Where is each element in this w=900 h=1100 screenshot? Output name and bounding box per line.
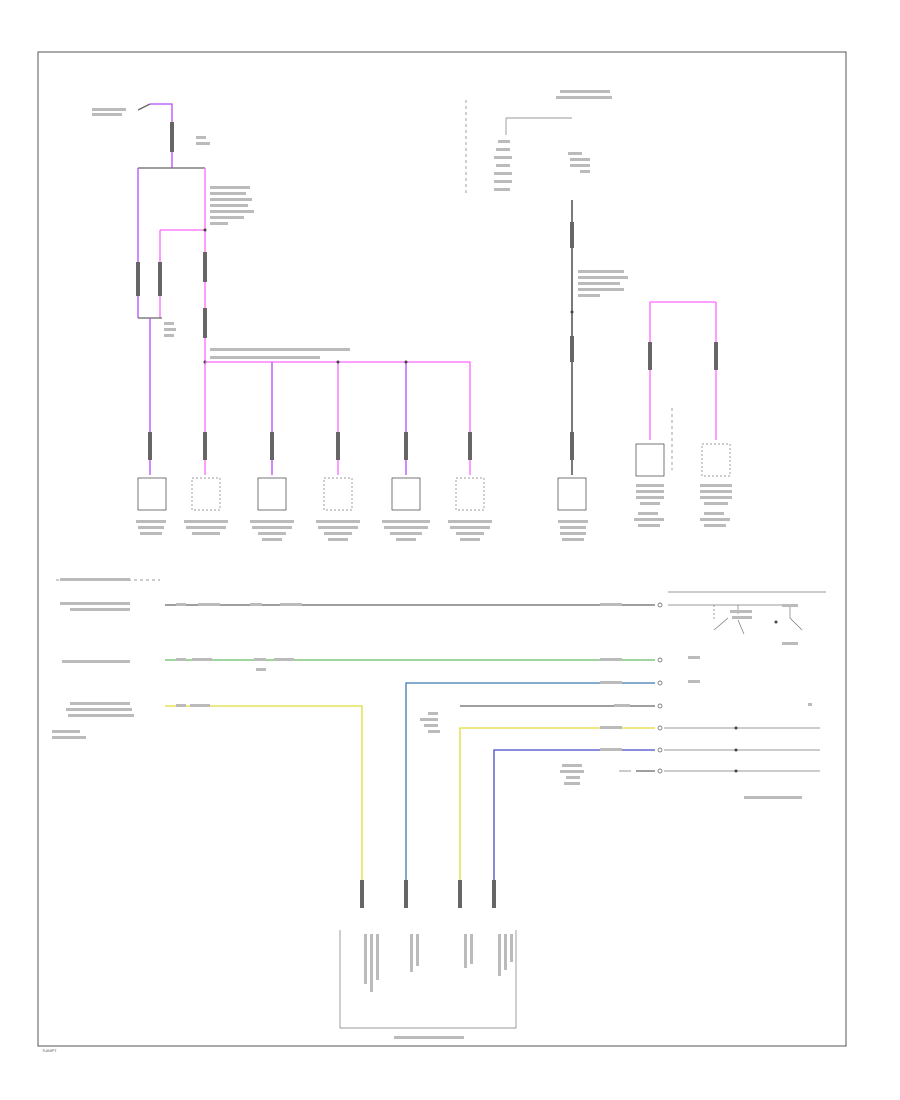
inline-connector [270,432,274,460]
inline-connector [458,880,462,908]
terminal [657,657,663,663]
inline-connector [570,222,574,248]
inline-connector [203,252,207,282]
terminal [657,768,663,774]
signal-wire-3 [165,705,363,905]
signal-wire-4 [405,682,655,905]
terminal [657,703,663,709]
inline-connector [404,432,408,460]
upper-left-power-feeds [92,103,472,475]
component-box-4 [323,477,353,511]
inline-connector [570,336,574,362]
inline-connector [648,342,652,370]
component-box-5 [391,477,421,511]
inline-connector [336,432,340,460]
switch-assembly [664,604,820,799]
inline-connector [492,880,496,908]
inline-connector [714,342,718,370]
inline-connector [203,432,207,460]
terminal [657,747,663,753]
terminal [657,680,663,686]
component-box-7 [557,477,587,511]
feed-wire-1 [150,103,173,168]
switch-contact [789,617,803,631]
inline-connector [570,432,574,460]
component-box-6 [455,477,485,511]
terminal [657,725,663,731]
upper-left-components [136,477,492,541]
signal-wire-7 [493,749,655,905]
switch-contact [713,617,729,631]
component-box-8 [635,443,665,477]
component-box-2 [191,477,221,511]
upper-right-section [465,90,732,541]
inline-connector [170,122,174,152]
terminal [657,602,663,608]
inline-connector [148,432,152,460]
signal-wire-6 [459,727,655,905]
component-box-3 [257,477,287,511]
diagram-frame [37,51,847,1047]
inline-connector [468,432,472,460]
inline-connector [404,880,408,908]
component-box-9 [701,443,731,477]
inline-connector [158,262,162,296]
lower-section [52,578,826,1039]
source-tap [137,103,151,111]
inline-connector [136,262,140,296]
footer-tag: 7UIMPT [42,1048,57,1053]
module-outline [339,930,517,1029]
inline-connector [360,880,364,908]
inline-connector [203,308,207,338]
component-box-1 [137,477,167,511]
switch-contact [737,619,745,635]
